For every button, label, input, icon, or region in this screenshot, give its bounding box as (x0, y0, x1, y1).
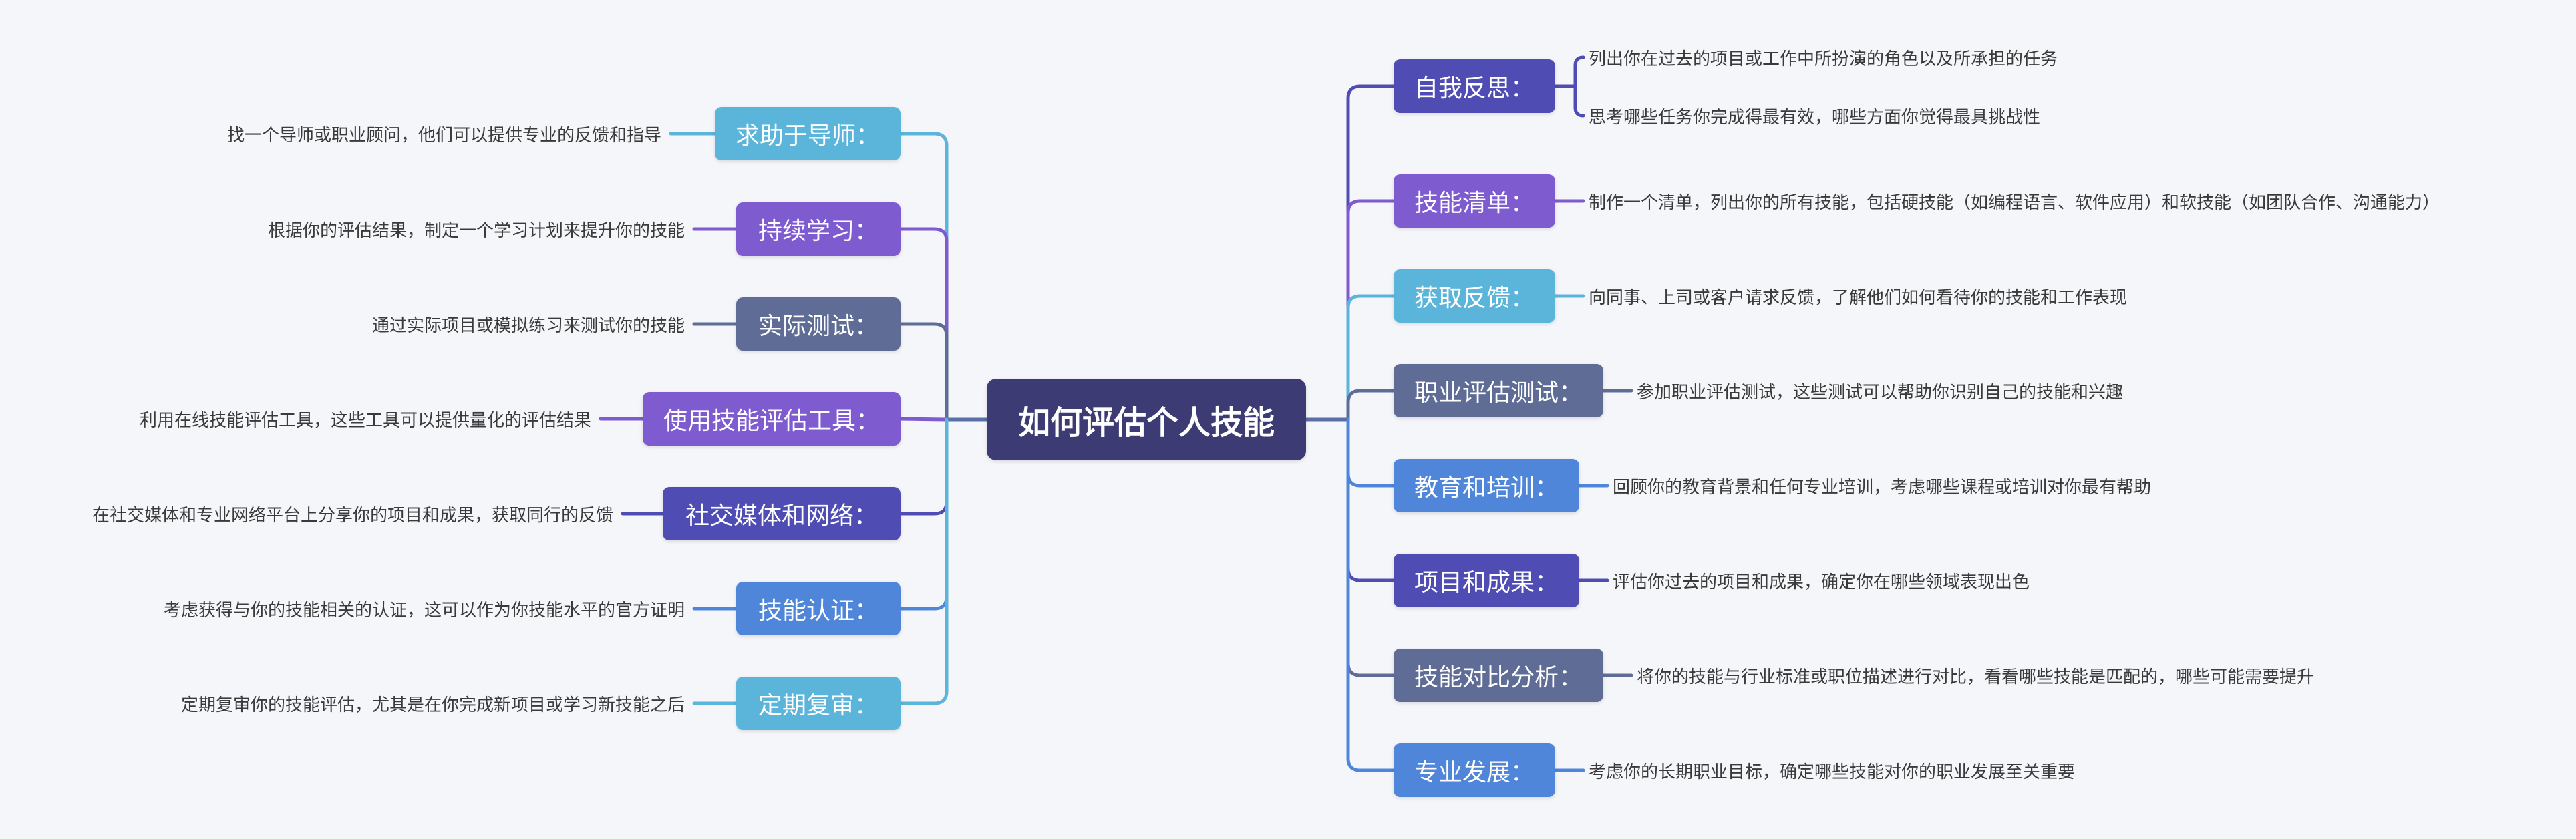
root-topic-label: 如何评估个人技能 (1017, 404, 1275, 442)
branch-left-4-label: 使用技能评估工具： (663, 407, 880, 435)
branch-right-5[interactable]: 教育和培训： (1394, 459, 1579, 512)
branch-left-3-label: 实际测试： (758, 313, 878, 340)
branch-left-2-label: 持续学习： (758, 218, 878, 245)
branch-right-2-label: 技能清单： (1414, 190, 1535, 217)
branch-connector-left-2 (899, 227, 949, 422)
branch-right-1[interactable]: 自我反思： (1394, 59, 1555, 113)
branch-connector-right-6 (1346, 417, 1396, 582)
branch-right-3[interactable]: 获取反馈： (1394, 269, 1555, 323)
branch-left-2[interactable]: 持续学习： (736, 202, 901, 256)
detail-right-6-1: 评估你过去的项目和成果，确定你在哪些领域表现出色 (1613, 572, 2030, 593)
branch-left-3[interactable]: 实际测试： (736, 297, 901, 351)
detail-right-3-1: 向同事、上司或客户请求反馈，了解他们如何看待你的技能和工作表现 (1589, 287, 2128, 308)
detail-left-5-1: 在社交媒体和专业网络平台上分享你的项目和成果，获取同行的反馈 (92, 505, 613, 526)
branch-left-4[interactable]: 使用技能评估工具： (643, 392, 901, 446)
branch-right-4-label: 职业评估测试： (1414, 379, 1583, 407)
branch-connector-right-1 (1346, 84, 1396, 422)
branch-right-7[interactable]: 技能对比分析： (1394, 649, 1603, 702)
branch-connector-left-7 (899, 417, 949, 705)
branch-connector-left-5 (899, 417, 949, 516)
branch-right-8-label: 专业发展： (1414, 759, 1535, 786)
branch-left-7[interactable]: 定期复审： (736, 677, 901, 730)
branch-connector-right-8 (1346, 417, 1396, 772)
branch-connector-left-3 (899, 322, 949, 422)
detail-left-6-1: 考虑获得与你的技能相关的认证，这可以作为你技能水平的官方证明 (163, 600, 685, 621)
detail-bracket-right-1 (1573, 55, 1585, 118)
branch-left-6[interactable]: 技能认证： (736, 582, 901, 635)
branch-connector-right-7 (1346, 417, 1396, 677)
branch-connector-right-3 (1346, 294, 1396, 422)
detail-right-4-1: 参加职业评估测试，这些测试可以帮助你识别自己的技能和兴趣 (1637, 382, 2124, 403)
branch-right-1-label: 自我反思： (1414, 75, 1535, 102)
root-topic[interactable]: 如何评估个人技能 (987, 379, 1306, 460)
detail-right-2-1: 制作一个清单，列出你的所有技能，包括硬技能（如编程语言、软件应用）和软技能（如团… (1589, 192, 2440, 213)
branch-connector-right-2 (1346, 199, 1396, 422)
branch-right-4[interactable]: 职业评估测试： (1394, 364, 1603, 417)
branch-connector-right-5 (1346, 417, 1396, 488)
branch-left-7-label: 定期复审： (758, 692, 878, 719)
detail-right-5-1: 回顾你的教育背景和任何专业培训，考虑哪些课程或培训对你最有帮助 (1613, 477, 2152, 498)
branch-left-5-label: 社交媒体和网络： (685, 502, 878, 530)
branch-left-1[interactable]: 求助于导师： (715, 107, 901, 160)
branch-right-7-label: 技能对比分析： (1414, 664, 1583, 691)
detail-right-7-1: 将你的技能与行业标准或职位描述进行对比，看看哪些技能是匹配的，哪些可能需要提升 (1637, 667, 2315, 687)
branch-left-5[interactable]: 社交媒体和网络： (663, 487, 901, 540)
branch-right-6-label: 项目和成果： (1414, 569, 1559, 597)
branch-left-6-label: 技能认证： (758, 597, 878, 625)
branch-right-8[interactable]: 专业发展： (1394, 743, 1555, 797)
branch-left-1-label: 求助于导师： (735, 122, 880, 150)
branch-right-3-label: 获取反馈： (1414, 285, 1535, 312)
detail-left-7-1: 定期复审你的技能评估，尤其是在你完成新项目或学习新技能之后 (180, 695, 685, 715)
detail-left-1-1: 找一个导师或职业顾问，他们可以提供专业的反馈和指导 (226, 125, 661, 146)
detail-left-2-1: 根据你的评估结果，制定一个学习计划来提升你的技能 (267, 220, 685, 241)
branch-connector-right-4 (1346, 389, 1396, 422)
detail-left-3-1: 通过实际项目或模拟练习来测试你的技能 (371, 315, 685, 336)
detail-left-4-1: 利用在线技能评估工具，这些工具可以提供量化的评估结果 (139, 410, 591, 431)
branch-connector-left-4 (899, 417, 949, 422)
branch-right-2[interactable]: 技能清单： (1394, 174, 1555, 228)
branch-right-6[interactable]: 项目和成果： (1394, 554, 1579, 607)
detail-right-1-2: 思考哪些任务你完成得最有效，哪些方面你觉得最具挑战性 (1589, 107, 2041, 128)
branch-right-5-label: 教育和培训： (1414, 474, 1559, 502)
branch-connector-left-1 (899, 132, 949, 422)
detail-right-8-1: 考虑你的长期职业目标，确定哪些技能对你的职业发展至关重要 (1589, 762, 2076, 782)
detail-right-1-1: 列出你在过去的项目或工作中所扮演的角色以及所承担的任务 (1589, 49, 2058, 69)
